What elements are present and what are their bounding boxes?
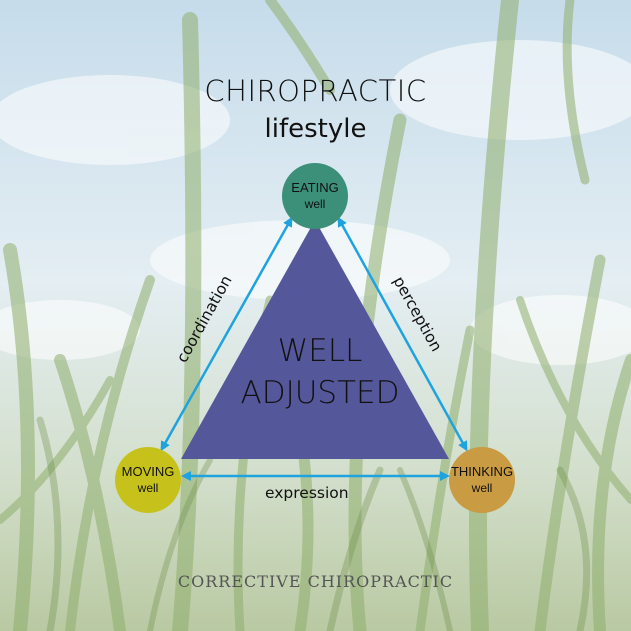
- arrow-right-edge: [337, 216, 468, 452]
- center-label: WELL ADJUSTED: [200, 330, 440, 414]
- diagram-subtitle: lifestyle: [264, 114, 367, 144]
- node-thinking-label: THINKING: [450, 464, 514, 480]
- arrow-left-edge: [160, 216, 293, 452]
- node-eating-label: EATING: [291, 180, 339, 196]
- node-eating: EATING well: [282, 163, 348, 229]
- diagram-title: CHIROPRACTIC: [204, 74, 427, 108]
- node-moving-label: MOVING: [121, 464, 175, 480]
- node-moving-sublabel: well: [137, 480, 159, 495]
- node-thinking: THINKING well: [449, 447, 515, 513]
- center-line-2: ADJUSTED: [240, 375, 400, 411]
- center-line-1: WELL: [277, 333, 363, 369]
- node-thinking-sublabel: well: [471, 480, 493, 495]
- edge-label-expression: expression: [265, 484, 349, 502]
- footer-brand: CORRECTIVE CHIROPRACTIC: [177, 572, 454, 591]
- node-moving: MOVING well: [115, 447, 181, 513]
- node-eating-sublabel: well: [304, 196, 326, 211]
